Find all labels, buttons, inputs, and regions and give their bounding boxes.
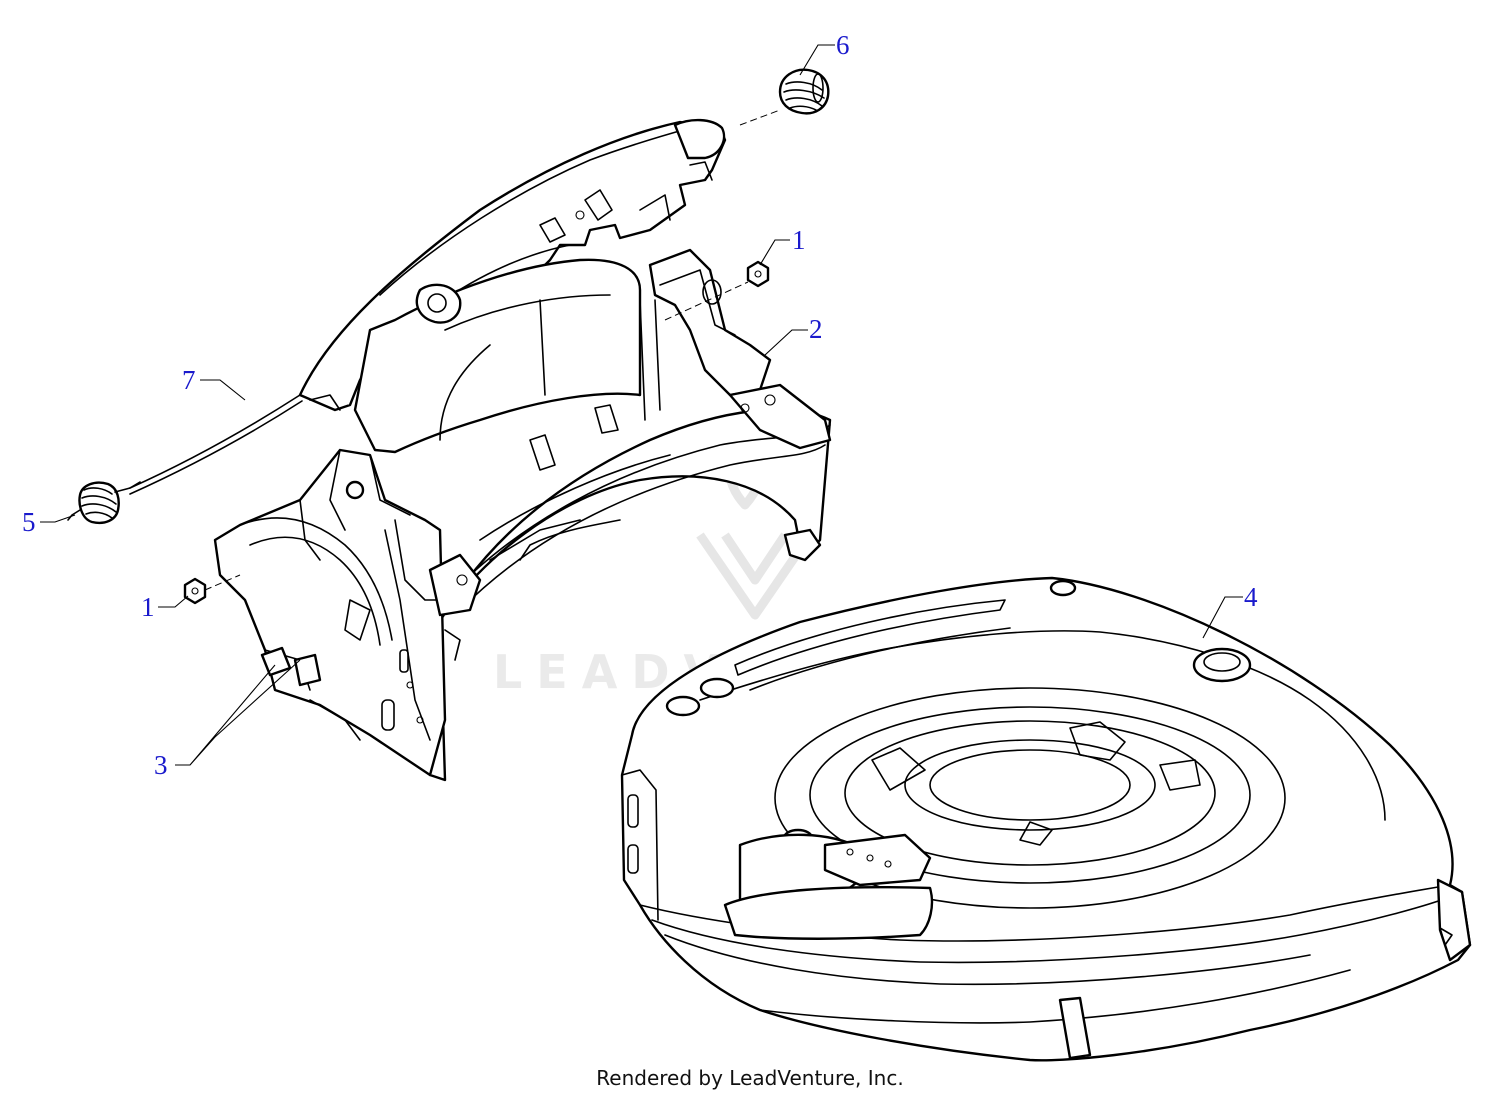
callout-6: 6 xyxy=(836,30,850,60)
callout-3: 3 xyxy=(154,750,168,780)
rear-flap xyxy=(298,118,727,454)
callout-1-lower: 1 xyxy=(141,592,155,622)
callout-5: 5 xyxy=(22,507,36,537)
callout-2: 2 xyxy=(809,314,823,344)
control-rod xyxy=(129,394,303,495)
callout-4: 4 xyxy=(1244,582,1258,612)
deck-housing xyxy=(620,576,1472,1062)
torsion-spring-bottom xyxy=(67,481,141,524)
callouts: 6 1 2 7 5 1 4 3 xyxy=(22,30,1258,780)
torsion-spring-top xyxy=(778,68,830,115)
rear-frame-bracket xyxy=(428,248,832,782)
footer-credit: Rendered by LeadVenture, Inc. xyxy=(596,1066,904,1090)
hex-nut-upper xyxy=(746,260,770,288)
hex-nut-lower xyxy=(183,577,207,605)
leader-lines xyxy=(40,44,1243,766)
callout-7: 7 xyxy=(182,365,196,395)
callout-1-upper: 1 xyxy=(792,225,806,255)
assembly-lines xyxy=(204,109,781,591)
side-bracket xyxy=(213,448,482,777)
